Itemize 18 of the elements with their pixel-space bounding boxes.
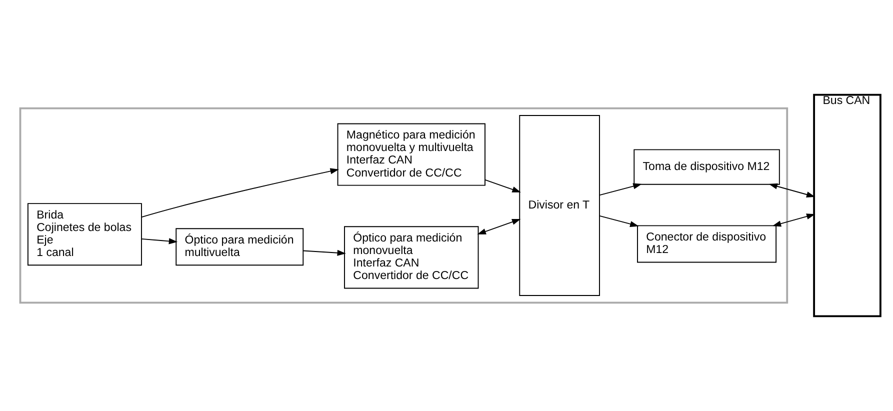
arrow [772, 214, 816, 227]
node-box: Magnético para medición monovuelta y multivuelta Interfaz CAN Convertidor de CC/CC [337, 123, 486, 186]
arrow [599, 215, 639, 227]
arrow [302, 250, 346, 256]
arrow [768, 183, 816, 198]
arrow [484, 179, 521, 192]
arrow [599, 183, 642, 196]
node-box: Conector de dispositivo M12 [637, 225, 777, 263]
node-box: Toma de dispositivo M12 [634, 149, 780, 185]
arrow [141, 168, 339, 218]
node-box: Divisor en T [519, 115, 600, 296]
arrow [141, 238, 178, 244]
node-box: Óptico para medición multivuelta [176, 228, 304, 266]
node-box: Bus CAN [813, 94, 882, 318]
arrow [477, 218, 521, 234]
cluster [19, 107, 788, 304]
node-box: Óptico para medición monovuelta Interfaz CAN Convertidor de CC/CC [344, 226, 479, 289]
node-box: Brida Cojinetes de bolas Eje 1 canal [27, 203, 142, 266]
